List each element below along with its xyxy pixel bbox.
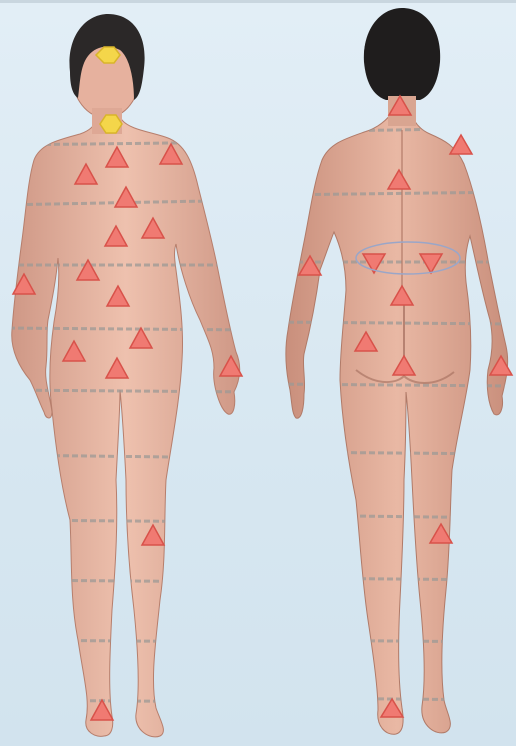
back-hair-fringe	[364, 8, 440, 100]
back-body-silhouette	[286, 96, 508, 734]
triangle-marker	[450, 135, 472, 154]
back-figure	[270, 8, 516, 734]
hexagon-marker	[100, 115, 122, 133]
